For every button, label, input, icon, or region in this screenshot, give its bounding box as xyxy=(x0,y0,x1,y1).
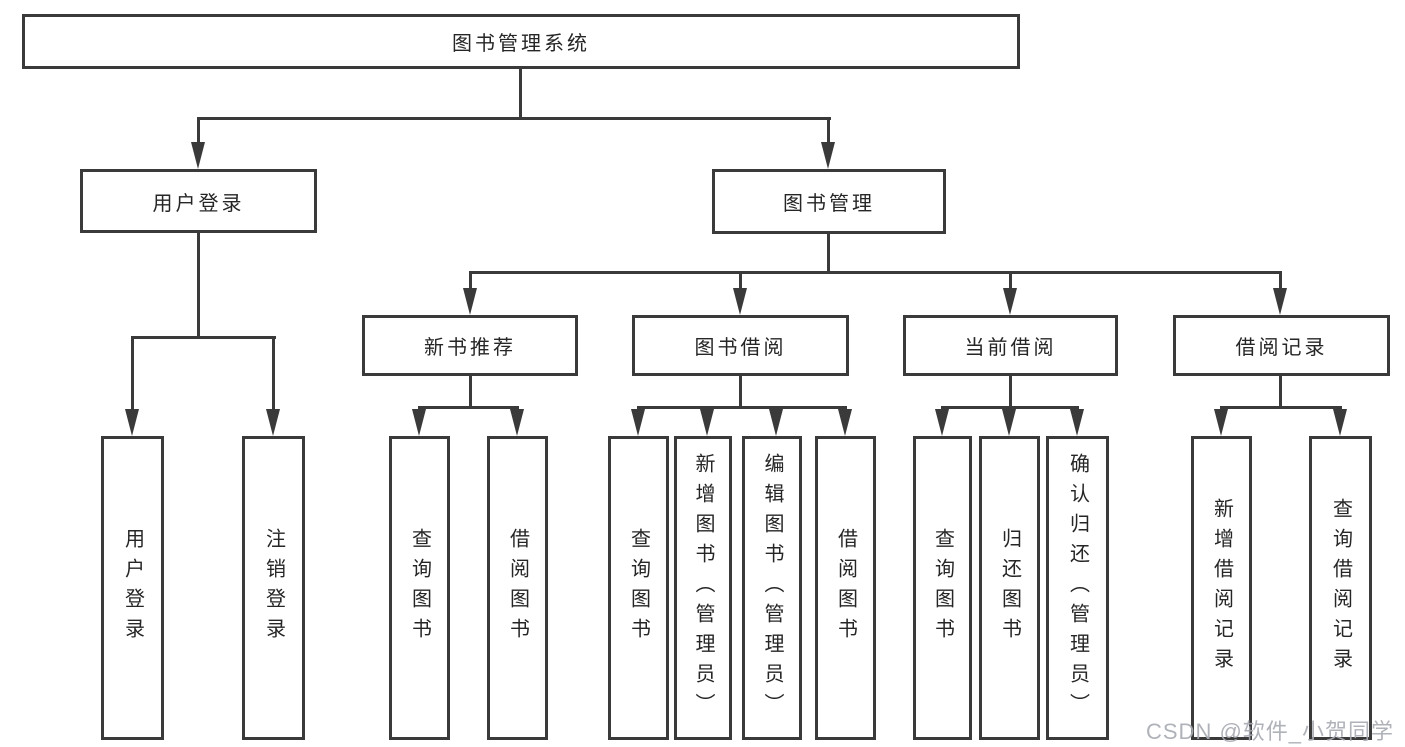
connector-root-splitter xyxy=(197,117,831,120)
connector-section-splitter xyxy=(418,406,519,409)
arrowhead-down-icon xyxy=(191,142,205,169)
connector-section-stem xyxy=(1009,376,1012,406)
arrowhead-down-icon xyxy=(1070,409,1084,436)
arrowhead-down-icon xyxy=(1273,288,1287,315)
arrowhead-down-icon xyxy=(266,409,280,436)
node-current-borrow: 当前借阅 xyxy=(903,315,1118,376)
leaf-query-books-2: 查询图书 xyxy=(608,436,669,740)
leaf-query-books-3: 查询图书 xyxy=(913,436,972,740)
connector-arrow-stem xyxy=(1279,271,1282,290)
connector-section-stem xyxy=(1279,376,1282,406)
leaf-label: 查询图书 xyxy=(408,528,431,648)
arrowhead-down-icon xyxy=(510,409,524,436)
leaf-query-books-1: 查询图书 xyxy=(389,436,450,740)
node-root: 图书管理系统 xyxy=(22,14,1020,69)
arrowhead-down-icon xyxy=(700,409,714,436)
connector-root-stem xyxy=(519,69,522,117)
connector-arrow-stem xyxy=(131,336,134,412)
arrowhead-down-icon xyxy=(733,288,747,315)
leaf-label: 新增借阅记录 xyxy=(1210,498,1233,678)
connector-arrow-stem xyxy=(827,117,830,145)
arrowhead-down-icon xyxy=(769,409,783,436)
leaf-return-book: 归还图书 xyxy=(979,436,1040,740)
leaf-borrow-books-2: 借阅图书 xyxy=(815,436,876,740)
arrowhead-down-icon xyxy=(821,142,835,169)
leaf-edit-book-admin: 编辑图书（管理员） xyxy=(742,436,802,740)
arrowhead-down-icon xyxy=(1002,409,1016,436)
leaf-label: 借阅图书 xyxy=(834,528,857,648)
arrowhead-down-icon xyxy=(1214,409,1228,436)
leaf-user-login: 用户登录 xyxy=(101,436,164,740)
leaf-query-borrow-record: 查询借阅记录 xyxy=(1309,436,1372,740)
arrowhead-down-icon xyxy=(463,288,477,315)
connector-userlogin-stem xyxy=(197,233,200,336)
node-borrow-records: 借阅记录 xyxy=(1173,315,1390,376)
connector-arrow-stem xyxy=(197,117,200,145)
connector-section-stem xyxy=(469,376,472,406)
connector-userlogin-splitter xyxy=(131,336,276,339)
node-user-login: 用户登录 xyxy=(80,169,317,233)
leaf-label: 查询图书 xyxy=(931,528,954,648)
leaf-borrow-books-1: 借阅图书 xyxy=(487,436,548,740)
node-book-borrow: 图书借阅 xyxy=(632,315,849,376)
leaf-label: 查询图书 xyxy=(627,528,650,648)
connector-arrow-stem xyxy=(272,336,275,412)
connector-arrow-stem xyxy=(469,271,472,290)
leaf-add-book-admin: 新增图书（管理员） xyxy=(674,436,732,740)
arrowhead-down-icon xyxy=(838,409,852,436)
connector-bookmgmt-stem xyxy=(827,234,830,271)
node-new-book-recommend: 新书推荐 xyxy=(362,315,578,376)
leaf-add-borrow-record: 新增借阅记录 xyxy=(1191,436,1252,740)
leaf-label: 查询借阅记录 xyxy=(1329,498,1352,678)
leaf-label: 借阅图书 xyxy=(506,528,529,648)
connector-arrow-stem xyxy=(1009,271,1012,290)
node-book-management: 图书管理 xyxy=(712,169,946,234)
connector-arrow-stem xyxy=(739,271,742,290)
connector-section-splitter xyxy=(637,406,847,409)
arrowhead-down-icon xyxy=(412,409,426,436)
arrowhead-down-icon xyxy=(125,409,139,436)
connector-bookmgmt-splitter xyxy=(469,271,1282,274)
connector-section-stem xyxy=(739,376,742,406)
csdn-watermark: CSDN @软件_小贺同学 xyxy=(1146,719,1395,744)
arrowhead-down-icon xyxy=(935,409,949,436)
connector-section-splitter xyxy=(1220,406,1342,409)
leaf-label: 注销登录 xyxy=(262,528,285,648)
leaf-label: 新增图书（管理员） xyxy=(692,453,714,723)
leaf-label: 用户登录 xyxy=(121,528,144,648)
leaf-label: 归还图书 xyxy=(998,528,1021,648)
arrowhead-down-icon xyxy=(631,409,645,436)
leaf-confirm-return-admin: 确认归还（管理员） xyxy=(1046,436,1109,740)
leaf-label: 确认归还（管理员） xyxy=(1066,453,1089,723)
leaf-label: 编辑图书（管理员） xyxy=(761,453,783,723)
arrowhead-down-icon xyxy=(1003,288,1017,315)
arrowhead-down-icon xyxy=(1333,409,1347,436)
leaf-logout: 注销登录 xyxy=(242,436,305,740)
